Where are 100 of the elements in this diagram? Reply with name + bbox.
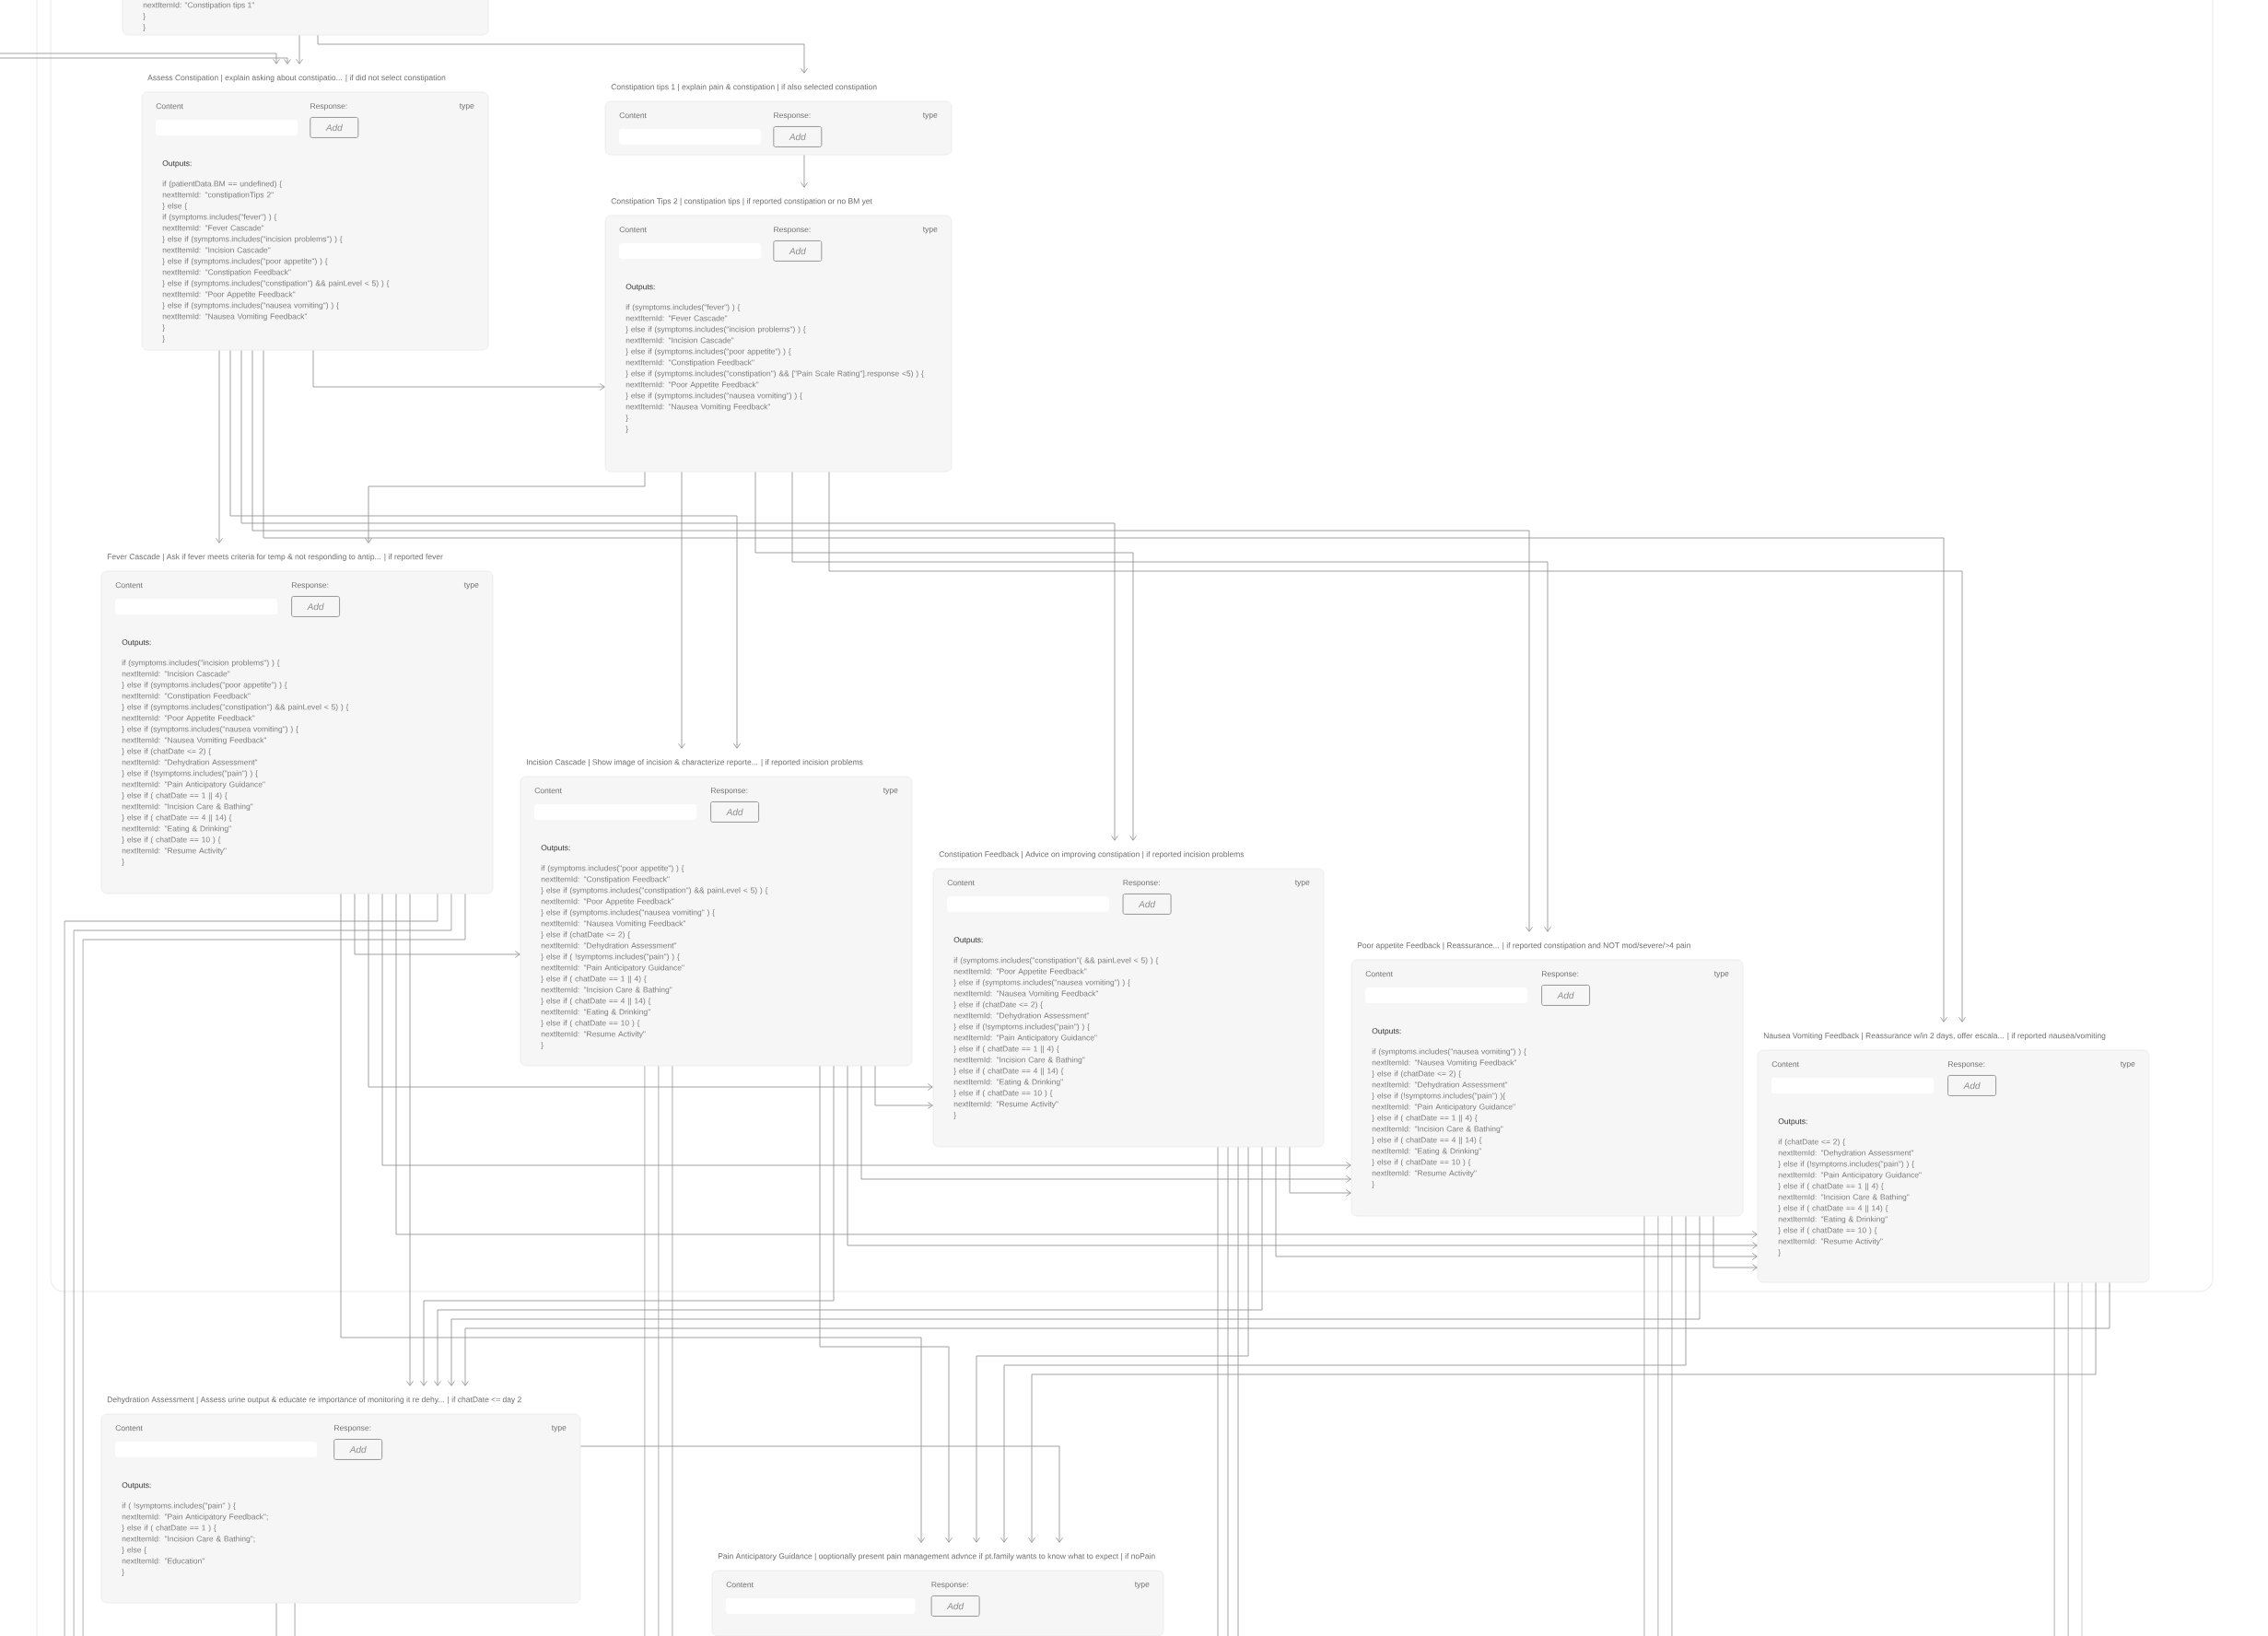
field-label: type bbox=[1294, 880, 1310, 887]
connector-line bbox=[644, 1066, 646, 1636]
node-label: } else if (chatDate <= 2) { bbox=[541, 931, 630, 940]
add-button: Add bbox=[773, 126, 823, 147]
card-header: Nausea Vomiting Feedback | Reassurance w/in 2 days, offer escala... | if reported nausea/vomiting bbox=[1763, 1033, 2106, 1040]
field-label: Response: bbox=[292, 582, 329, 590]
node-label: } else if (chatDate <= 2) { bbox=[122, 748, 211, 756]
node-label: } else if (!symptoms.includes("pain") ) { bbox=[122, 770, 258, 778]
field-label: Response: bbox=[334, 1425, 371, 1432]
node-label: nextItemId: "Incision Care & Bathing"; bbox=[122, 1536, 255, 1544]
node-label: nextItemId: "Pain Anticipatory Guidance" bbox=[122, 781, 265, 789]
field-label: Response: bbox=[310, 103, 347, 111]
add-button: Add bbox=[1541, 985, 1591, 1006]
add-button: Add bbox=[1122, 894, 1172, 915]
node-label: } bbox=[122, 859, 124, 867]
node-label: nextItemId: "Dehydration Assessment" bbox=[122, 759, 258, 767]
node-label: nextItemId: "Poor Appetite Feedback" bbox=[541, 898, 674, 906]
card-header: Poor appetite Feedback | Reassurance... | if reported constipation and NOT mod/severe/>4 pain bbox=[1357, 942, 1690, 950]
node-label: } bbox=[541, 1042, 544, 1050]
arrow bbox=[462, 1282, 2110, 1386]
node-label: if (symptoms.includes("poor appetite") ) { bbox=[541, 865, 684, 873]
node-label: nextItemId: "Incision Cascade" bbox=[122, 671, 230, 677]
node-label: } else if ( chatDate == 10 ) { bbox=[122, 836, 221, 845]
node-label: } else if (!symptoms.includes("pain") ) { bbox=[1778, 1161, 1914, 1169]
code-text: if ( !symptoms.includes("pain" ) { nextItemId: "Pain Anticipatory Feedback"; } else if ( chatDate == 1 ) { nextItemId: "Incision Care & Bathing"; } else { nextItemId: "Education" } bbox=[122, 1502, 268, 1577]
node-label: if (symptoms.includes("nausea vomiting") ) { bbox=[1372, 1048, 1526, 1057]
node-label: if (chatDate <= 2) { bbox=[1778, 1139, 1845, 1147]
add-button: Add bbox=[710, 801, 760, 823]
node-label: if (symptoms.includes("fever") ) { bbox=[162, 214, 277, 222]
outputs-label: Outputs: bbox=[162, 160, 192, 168]
node-label: } else if (symptoms.includes("incision problems") ) { bbox=[162, 236, 343, 244]
node-label: } else if (symptoms.includes("nausea vomiting") ) { bbox=[122, 726, 298, 734]
code-text: nextItemId: "Constipation tips 1" } } bbox=[143, 2, 254, 32]
code-text: if (symptoms.includes("poor appetite") ) { nextItemId: "Constipation Feedback" } else if (symptoms.includes("constipation") && painLevel < 5) ) { nextItemId: "Poor Appetite Feedback" } else if (symptoms.includes("nausea vomiting" ) { nextItemId: "Nausea Vomiting Feedback" } else if (chatDate <= 2) { nextItemId: "Dehydration Assessment" } else if ( !symptoms.includes("pain") ) { nextItemId: "Pain Anticipatory Guidance" } else if ( chatDate == 1 || 4) { nextItemId: "Incision Care & Bathing" } else if ( chatDate == 4 || 14) { nextItemId: "Eating & Drinking" } else if ( chatDate == 10 ) { nextItemId: "Resume Activity" } bbox=[541, 865, 768, 1050]
add-button: Add bbox=[333, 1439, 383, 1460]
arrow bbox=[801, 155, 808, 188]
field-label: Response: bbox=[1123, 880, 1160, 887]
field-label: Response: bbox=[931, 1582, 968, 1589]
node-label: nextItemId: "Education" bbox=[122, 1558, 205, 1564]
arrow bbox=[229, 350, 741, 749]
code-text: if (symptoms.includes("constipation"( && painLevel < 5) ) { nextItemId: "Poor Appetite Feedback" } else if (symptoms.includes("nausea vomiting") ) { nextItemId: "Nausea Vomiting Feedback" } else if (chatDate <= 2) { nextItemId: "Dehydration Assessment" } else if (!symptoms.includes("pain") ) { nextItemId: "Pain Anticipatory Guidance" } else if ( chatDate == 1 || 4) { nextItemId: "Incision Care & Bathing" } else if ( chatDate == 4 || 14) { nextItemId: "Eating & Drinking" } else if ( chatDate == 10 ) { nextItemId: "Resume Activity" } bbox=[953, 957, 1159, 1120]
node-label: nextItemId: "Incision Care & Bathing" bbox=[1372, 1126, 1503, 1134]
connector-line bbox=[1643, 1216, 1645, 1636]
node-label: if (symptoms.includes("incision problems") ) { bbox=[122, 660, 280, 668]
connector-line bbox=[2067, 1282, 2069, 1636]
arrow bbox=[1000, 1216, 1687, 1543]
connector-line bbox=[275, 1603, 277, 1636]
arrow bbox=[973, 1147, 1249, 1543]
node-label: } else if ( chatDate == 4 || 14) { bbox=[541, 998, 651, 1006]
node-label: nextItemId: "Constipation Feedback" bbox=[162, 269, 291, 277]
field-label: Content bbox=[534, 788, 562, 794]
field-label: type bbox=[883, 788, 898, 795]
node-label: } else if (symptoms.includes("nausea vomiting") ) { bbox=[162, 302, 339, 310]
node-label: } else if ( chatDate == 4 || 14) { bbox=[122, 814, 232, 823]
node-label: } else if (chatDate <= 2) { bbox=[953, 1001, 1043, 1010]
field-label: Content bbox=[726, 1582, 754, 1588]
arrow bbox=[406, 894, 414, 1386]
connector-line bbox=[294, 1603, 296, 1636]
outputs-label: Outputs: bbox=[953, 937, 983, 944]
node-label: } bbox=[122, 1569, 124, 1577]
outputs-label: Outputs: bbox=[122, 1482, 151, 1490]
arrow bbox=[354, 894, 520, 958]
node-label: if ( !symptoms.includes("pain" ) { bbox=[122, 1502, 236, 1511]
code-text: if (symptoms.includes("fever") ) { nextItemId: "Fever Cascade" } else if (symptoms.includes("incision problems") ) { nextItemId: "Incision Cascade" } else if (symptoms.includes("poor appetite") ) { nextItemId: "Constipation Feedback" } else if (symptoms.includes("constipation") && ["Pain Scale Rating"].response <5) ) { nextItemId: "Poor Appetite Feedback" } else if (symptoms.includes("nausea vomiting") ) { nextItemId: "Nausea Vomiting Feedback" } } bbox=[625, 304, 924, 434]
arrow bbox=[365, 472, 646, 543]
node-label: nextItemId: "Eating & Drinking" bbox=[122, 825, 231, 834]
card-header: Dehydration Assessment | Assess urine output & educate re importance of monitoring it re dehy... | if chatDate <= day 2 bbox=[107, 1396, 521, 1404]
node-label: } else if ( chatDate == 1 ) { bbox=[122, 1525, 216, 1533]
node-label: nextItemId: "Resume Activity" bbox=[953, 1101, 1058, 1109]
field-label: Response: bbox=[1542, 971, 1579, 978]
node-label: nextItemId: "Nausea Vomiting Feedback" bbox=[625, 403, 771, 412]
arrow bbox=[1275, 1147, 1758, 1260]
node-label: nextItemId: "Nausea Vomiting Feedback" bbox=[953, 990, 1099, 999]
code-text: if (symptoms.includes("nausea vomiting") ) { nextItemId: "Nausea Vomiting Feedback" } else if (chatDate <= 2) { nextItemId: "Dehydration Assessment" } else if (!symptoms.includes("pain") ){ nextItemId: "Pain Anticipatory Guidance" } else if ( chatDate == 1 || 4) { nextItemId: "Incision Care & Bathing" } else if ( chatDate == 4 || 14) { nextItemId: "Eating & Drinking" } else if ( chatDate == 10 ) { nextItemId: "Resume Activity" } bbox=[1372, 1048, 1526, 1189]
node-label: } else if (symptoms.includes("constipation") && ["Pain Scale Rating"].response <5) ) { bbox=[625, 370, 924, 379]
node-label: } else if ( chatDate == 4 || 14) { bbox=[1778, 1205, 1888, 1213]
arrow bbox=[0, 53, 280, 64]
node-label: } else if (symptoms.includes("constipation") && painLevel < 5) ) { bbox=[162, 280, 390, 288]
field-label: Content bbox=[156, 103, 183, 110]
node-label: } bbox=[1372, 1181, 1374, 1189]
node-label: nextItemId: "constipationTips 2" bbox=[162, 192, 274, 200]
add-button: Add bbox=[291, 596, 341, 617]
node-label: nextItemId: "Pain Anticipatory Guidance" bbox=[1372, 1104, 1515, 1112]
node-label: } else if ( chatDate == 1 || 4) { bbox=[541, 976, 647, 984]
arrow bbox=[1289, 1147, 1351, 1197]
node-label: } bbox=[162, 335, 165, 344]
node-label: } else if (symptoms.includes("incision problems") ) { bbox=[625, 326, 806, 334]
node-label: nextItemId: "Incision Care & Bathing" bbox=[541, 987, 672, 995]
add-button: Add bbox=[310, 117, 359, 138]
connector-line bbox=[672, 1066, 673, 1636]
node-label: nextItemId: "Eating & Drinking" bbox=[541, 1009, 650, 1017]
field-label: Content bbox=[947, 880, 975, 886]
connector-line bbox=[658, 1066, 660, 1636]
node-label: nextItemId: "Dehydration Assessment" bbox=[1372, 1081, 1508, 1090]
outputs-label: Outputs: bbox=[122, 639, 151, 647]
connector-line bbox=[2053, 1282, 2055, 1636]
arrow bbox=[240, 350, 1118, 841]
node-label: nextItemId: "Fever Cascade" bbox=[162, 225, 264, 231]
card-header: Constipation tips 1 | explain pain & constipation | if also selected constipation bbox=[611, 84, 877, 91]
node-label: } else if ( chatDate == 4 || 14) { bbox=[1372, 1137, 1482, 1145]
